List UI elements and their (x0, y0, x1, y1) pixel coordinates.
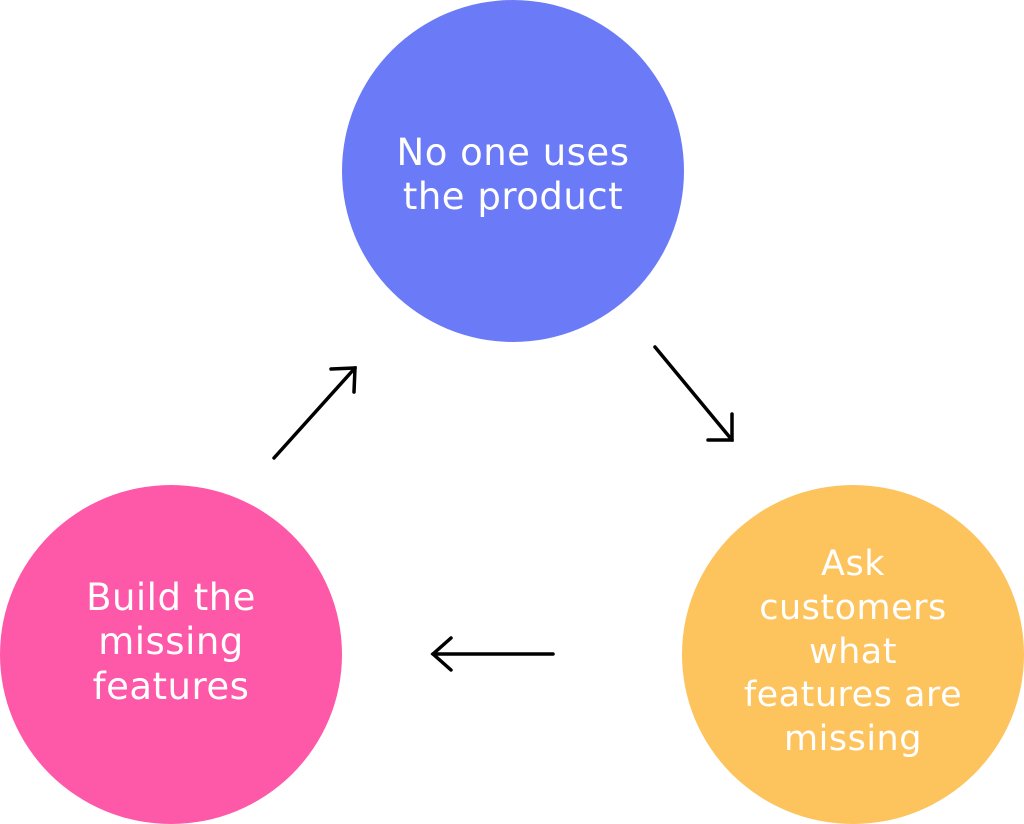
node-no-one-uses-product: No one uses the product (342, 0, 684, 342)
node-ask-customers: Ask customers what features are missing (682, 485, 1024, 824)
node-label: Build the missing features (86, 576, 256, 708)
node-label: Ask customers what features are missing (743, 544, 963, 760)
arrow-top-to-right (653, 345, 734, 442)
arrow-left-to-top (272, 366, 357, 460)
node-build-missing-features: Build the missing features (0, 485, 342, 824)
node-label: No one uses the product (396, 130, 630, 218)
arrow-right-to-left (430, 636, 555, 672)
